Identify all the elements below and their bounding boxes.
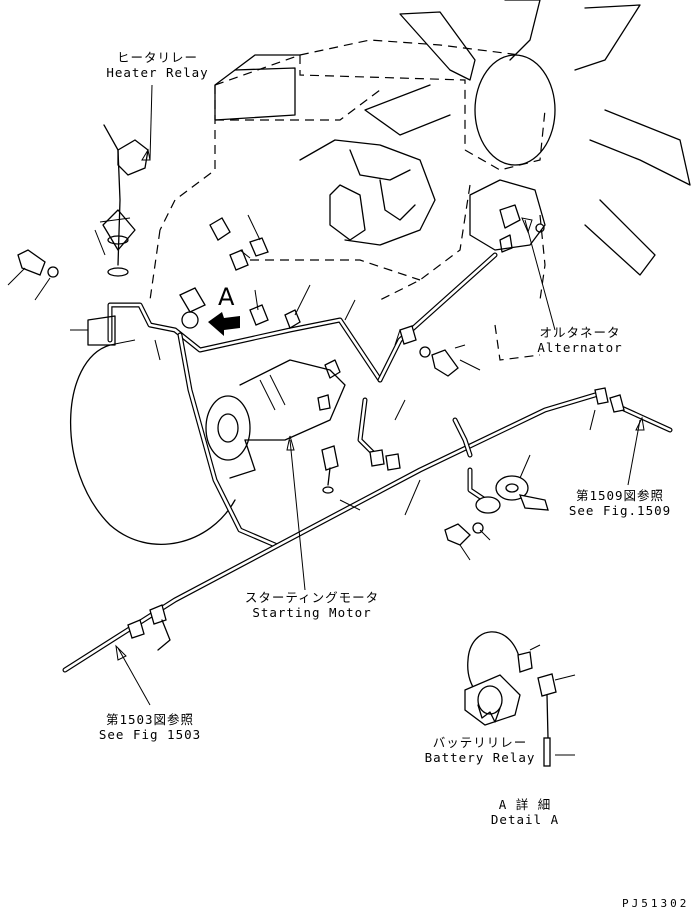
drawing-code: PJ51302	[622, 897, 690, 910]
see-fig-1503-jp: 第1503図参照	[105, 712, 195, 727]
battery-relay-label-jp: バッテリリレー	[432, 735, 528, 750]
see-fig-1509-label: 第1509図参照 See Fig.1509	[565, 488, 675, 518]
cooling-fan	[364, 0, 691, 276]
leader-lines	[7, 84, 645, 756]
see-fig-1509-en: See Fig.1509	[568, 503, 672, 518]
alternator-label: オルタネータ Alternator	[530, 325, 630, 355]
see-fig-1509-jp: 第1509図参照	[575, 488, 665, 503]
heater-relay-label: ヒータリレー Heater Relay	[100, 50, 215, 80]
starting-motor	[205, 359, 346, 479]
starting-motor-label-en: Starting Motor	[252, 605, 372, 620]
starting-motor-label: スターティングモータ Starting Motor	[232, 590, 392, 620]
connectors	[17, 124, 625, 651]
detail-a-label-jp: A 詳 細	[498, 797, 552, 812]
view-a-marker: A	[218, 283, 235, 311]
heater-relay-label-jp: ヒータリレー	[116, 50, 198, 65]
detail-a-label: A 詳 細 Detail A	[480, 797, 570, 827]
battery-relay-label: バッテリリレー Battery Relay	[420, 735, 540, 765]
see-fig-1503-en: See Fig 1503	[98, 727, 202, 742]
flywheel-housing	[69, 339, 236, 545]
battery-relay-label-en: Battery Relay	[424, 750, 536, 765]
starting-motor-label-jp: スターティングモータ	[244, 590, 380, 605]
alternator-label-en: Alternator	[537, 340, 623, 355]
alternator-label-jp: オルタネータ	[539, 325, 621, 340]
see-fig-1503-label: 第1503図参照 See Fig 1503	[95, 712, 205, 742]
heater-relay-label-en: Heater Relay	[106, 65, 209, 80]
alternator-body	[469, 179, 546, 253]
detail-a-label-en: Detail A	[490, 812, 560, 827]
engine-block	[149, 39, 546, 361]
detail-a-drawing	[464, 631, 557, 767]
turbocharger	[299, 139, 436, 246]
